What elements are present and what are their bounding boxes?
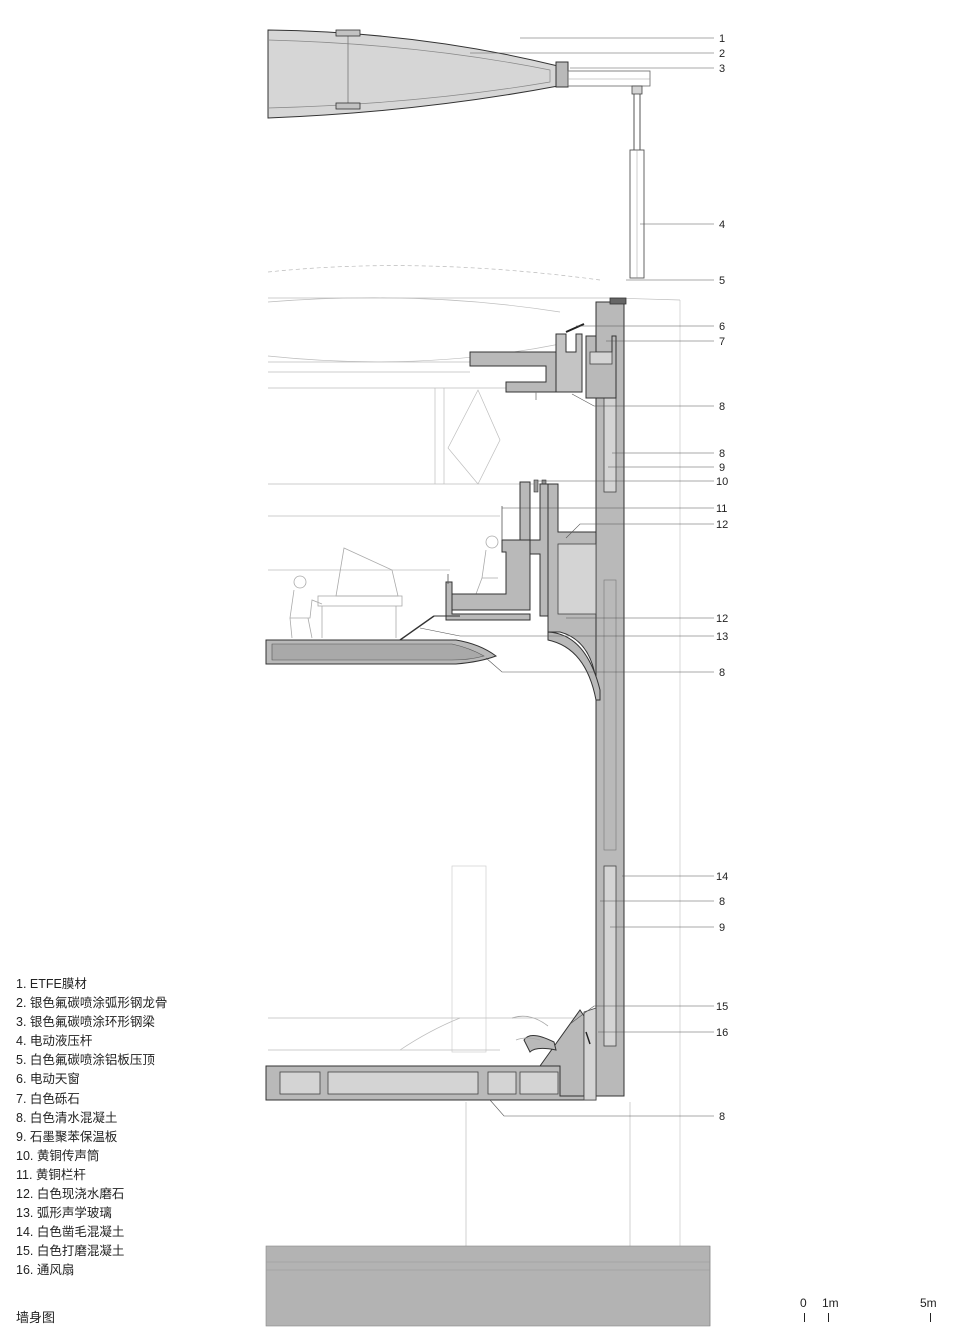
hydraulic-rod [629,94,645,279]
scale-label-zero: 0 [800,1296,807,1310]
scale-label-1m: 1m [822,1296,839,1310]
callout-label: 15 [716,1001,728,1013]
scale-tick [930,1313,931,1322]
legend-item: 6. 电动天窗 [16,1072,80,1087]
callout-label: 10 [716,476,728,488]
legend-item: 13. 弧形声学玻璃 [16,1206,112,1221]
callout-numbers: 1 2 3 4 5 6 7 8 8 9 10 11 12 12 13 8 14 … [716,33,728,1123]
legend-item: 12. 白色现浇水磨石 [16,1187,125,1202]
legend-item: 15. 白色打磨混凝土 [16,1244,125,1259]
drawing-title: 墙身图 [16,1310,56,1325]
callout-label: 8 [719,896,725,908]
legend-item: 4. 电动液压杆 [16,1034,93,1049]
scale-tick [804,1313,805,1322]
legend-item: 5. 白色氟碳喷涂铝板压顶 [16,1053,155,1068]
leader-lines [419,37,714,1117]
materials-legend: 1. ETFE膜材 2. 银色氟碳喷涂弧形钢龙骨 3. 银色氟碳喷涂环形钢梁 4… [16,975,167,1281]
callout-label: 11 [716,503,727,515]
background-outlines [267,265,681,1250]
legend-item: 8. 白色清水混凝土 [16,1110,118,1125]
callout-label: 4 [719,219,725,231]
legend-item: 7. 白色砾石 [16,1091,80,1106]
legend-item: 14. 白色凿毛混凝土 [16,1225,125,1240]
stage-floor-slab [265,615,498,665]
legend-item: 9. 石墨聚苯保温板 [16,1129,118,1144]
legend-item: 1. ETFE膜材 [16,977,87,991]
scale-label-5m: 5m [920,1296,937,1310]
callout-label: 7 [719,336,725,348]
upper-roof-edge-structure [469,323,617,400]
legend-item: 10. 黄铜传声筒 [16,1148,100,1163]
concrete-wall [595,297,627,1097]
callout-label: 12 [716,613,728,625]
ground-floor-slab [265,1007,597,1101]
piano-and-figures [289,535,499,639]
callout-label: 8 [719,401,725,413]
callout-label: 16 [716,1027,728,1039]
callout-label: 8 [719,667,725,679]
callout-label: 8 [719,448,725,460]
etfe-roof-cushion [267,29,651,119]
legend-item: 2. 银色氟碳喷涂弧形钢龙骨 [16,996,168,1011]
callout-label: 3 [719,63,725,75]
callout-label: 1 [719,33,725,45]
callout-label: 9 [719,462,725,474]
callout-label: 6 [719,321,725,333]
legend-item: 11. 黄铜栏杆 [16,1167,86,1182]
callout-label: 2 [719,48,725,60]
legend-item: 16. 通风扇 [16,1263,75,1278]
callout-label: 8 [719,1111,725,1123]
callout-label: 13 [716,631,728,643]
callout-label: 14 [716,871,728,883]
foundation-ground [265,1245,711,1327]
balcony-structure [445,479,601,701]
callout-label: 5 [719,275,725,287]
scale-bar: 0 1m 5m [790,1296,950,1332]
scale-tick [828,1313,829,1322]
callout-label: 9 [719,922,725,934]
callout-label: 12 [716,519,728,531]
legend-item: 3. 银色氟碳喷涂环形钢梁 [16,1015,155,1030]
